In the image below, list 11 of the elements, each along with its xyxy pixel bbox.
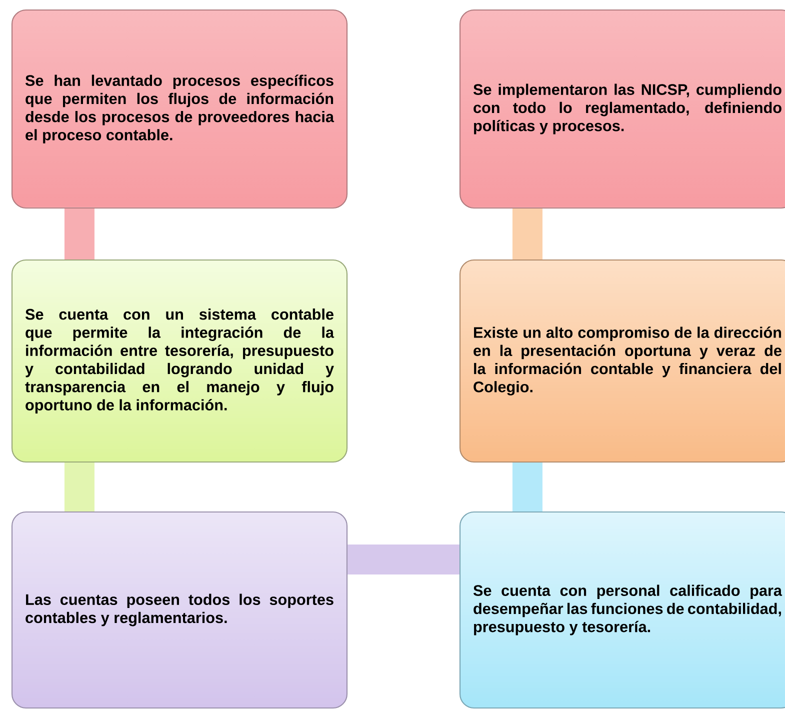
text-box: Se implementaron las NICSP, cumpliendo con todo lo reglamentado, definiendo políticas y procesos. <box>459 9 785 209</box>
connector-band <box>512 462 542 512</box>
connector-band <box>348 544 460 574</box>
connector-band <box>512 208 542 260</box>
text-box: Se cuenta con un sistema contable que permite la integración de la información entre tesorería, presupuesto y contabilidad logrando unidad y transparencia en el manejo y flujo oportuno de la información. <box>11 259 348 463</box>
text-box: Se cuenta con personal calificado para desempeñar las funciones de contabilidad, presupuesto y tesorería. <box>459 511 785 709</box>
connector-band <box>64 208 94 260</box>
text-box: Las cuentas poseen todos los soportes contables y reglamentarios. <box>11 511 348 709</box>
text-box: Se han levantado procesos específicos que permiten los flujos de información desde los procesos de proveedores hacia el proceso contable. <box>11 9 348 209</box>
connector-band <box>64 462 94 512</box>
text-box: Existe un alto compromiso de la dirección en la presentación oportuna y veraz de la información contable y financiera del Colegio. <box>459 259 785 463</box>
